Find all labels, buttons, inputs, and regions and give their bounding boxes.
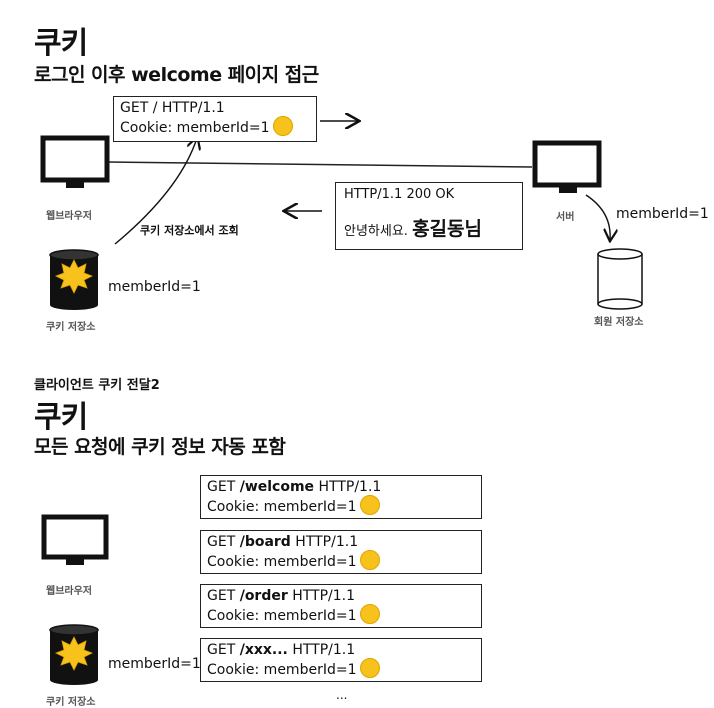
- request-protocol: HTTP/1.1: [292, 588, 356, 604]
- request-box-board: GET /board HTTP/1.1 Cookie: memberId=1: [200, 530, 482, 574]
- browser-monitor-icon: [40, 135, 110, 188]
- cookie-icon: [360, 604, 381, 624]
- member-db-cylinder-icon: [597, 248, 643, 310]
- request-cookie-header: Cookie: memberId=1: [207, 554, 357, 570]
- cookie-store-label: 쿠키 저장소: [46, 322, 96, 333]
- cookie-icon: [273, 116, 294, 136]
- request-protocol: HTTP/1.1: [295, 534, 359, 550]
- bottom-subtitle: 모든 요청에 쿠키 정보 자동 포함: [34, 436, 286, 458]
- db-lookup-arrow: [585, 194, 610, 240]
- request-protocol: HTTP/1.1: [292, 642, 356, 658]
- bottom-title: 쿠키: [34, 400, 88, 435]
- top-subtitle: 로그인 이후 welcome 페이지 접근: [34, 64, 319, 86]
- request-method: GET: [207, 534, 236, 550]
- bottom-browser-monitor-icon: [41, 514, 109, 565]
- request-path: /board: [239, 534, 291, 550]
- request-line: GET / HTTP/1.1: [120, 100, 225, 116]
- member-db-label: 회원 저장소: [594, 317, 644, 328]
- request-method: GET: [207, 642, 236, 658]
- top-request-box: GET / HTTP/1.1 Cookie: memberId=1: [113, 96, 317, 142]
- request-box-welcome: GET /welcome HTTP/1.1 Cookie: memberId=1: [200, 475, 482, 519]
- cookie-icon: [360, 495, 381, 515]
- request-path: /xxx...: [239, 642, 288, 658]
- response-status-line: HTTP/1.1 200 OK: [344, 187, 455, 202]
- request-method: GET: [207, 588, 236, 604]
- server-label: 서버: [556, 212, 575, 223]
- request-box-order: GET /order HTTP/1.1 Cookie: memberId=1: [200, 584, 482, 628]
- more-requests-ellipsis: ...: [336, 688, 348, 702]
- top-response-box: HTTP/1.1 200 OK 안녕하세요. 홍길동님: [335, 182, 523, 250]
- connection-line: [107, 161, 533, 168]
- response-greeting: 안녕하세요.: [344, 224, 408, 239]
- request-path: /order: [239, 588, 288, 604]
- cookie-icon: [360, 658, 381, 678]
- section-caption: 클라이언트 쿠키 전달2: [34, 378, 160, 393]
- browser-label: 웹브라우저: [46, 211, 92, 222]
- bottom-cookie-store-label: 쿠키 저장소: [46, 697, 96, 708]
- server-monitor-icon: [532, 140, 602, 193]
- request-cookie-header: Cookie: memberId=1: [207, 662, 357, 678]
- request-path: /welcome: [239, 479, 315, 495]
- request-box-xxx: GET /xxx... HTTP/1.1 Cookie: memberId=1: [200, 638, 482, 682]
- bottom-browser-label: 웹브라우저: [46, 586, 92, 597]
- cookie-lookup-label: 쿠키 저장소에서 조회: [140, 224, 239, 237]
- request-method: GET: [207, 479, 236, 495]
- response-name: 홍길동님: [412, 218, 482, 240]
- bottom-cookie-store-value: memberId=1: [108, 656, 201, 672]
- cookie-store-value: memberId=1: [108, 279, 201, 295]
- cookie-lookup-arrow: [114, 138, 197, 245]
- server-member-id: memberId=1: [616, 206, 709, 222]
- request-cookie-header: Cookie: memberId=1: [120, 120, 270, 136]
- request-cookie-header: Cookie: memberId=1: [207, 608, 357, 624]
- request-cookie-header: Cookie: memberId=1: [207, 499, 357, 515]
- request-protocol: HTTP/1.1: [318, 479, 382, 495]
- bottom-cookie-store-cylinder-icon: [49, 624, 99, 685]
- cookie-icon: [360, 550, 381, 570]
- top-title: 쿠키: [34, 26, 88, 61]
- cookie-store-cylinder-icon: [49, 249, 99, 310]
